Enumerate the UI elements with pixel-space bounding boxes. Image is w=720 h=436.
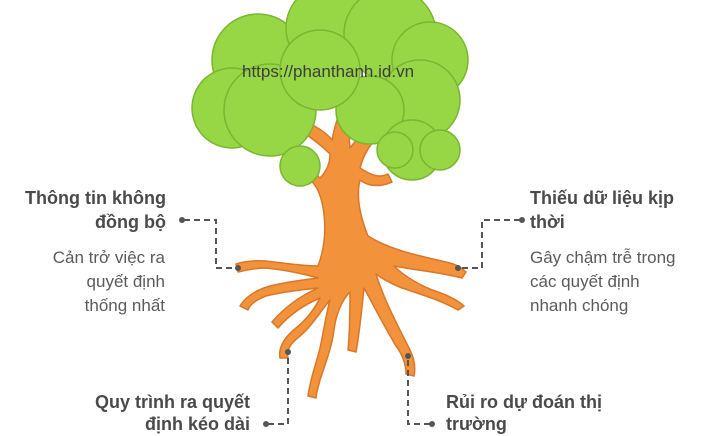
callout-title-line: Thông tin không (25, 188, 166, 208)
callout-desc-line: Cản trở việc ra (52, 248, 165, 267)
connectors (184, 219, 520, 425)
callout-title-line: đồng bộ (95, 212, 166, 232)
callout-title-line: thời (530, 212, 565, 232)
connector-bottom-left (268, 352, 289, 425)
connector-bottom-right (407, 356, 430, 425)
connector-dots (179, 217, 525, 427)
callout-title-line: Rủi ro dự đoán thị (446, 392, 603, 412)
callout-title-line: Thiếu dữ liệu kịp (530, 188, 675, 208)
callout-desc-line: các quyết định (530, 272, 640, 291)
connector-top-right (458, 219, 520, 269)
callout-title-line: Quy trình ra quyết (94, 392, 250, 412)
callout-desc-line: Gây chậm trễ trong (530, 248, 676, 267)
watermark-url: https://phanthanh.id.vn (242, 62, 415, 81)
tree-foliage (191, 0, 469, 187)
connector-top-left (184, 219, 238, 269)
callout-desc-line: nhanh chóng (530, 296, 629, 315)
callout-title-line: trường (446, 414, 507, 434)
callout-title-line: định kéo dài (144, 414, 250, 434)
callout-desc-line: thống nhất (84, 296, 165, 315)
callout-desc-line: quyết định (86, 272, 165, 291)
